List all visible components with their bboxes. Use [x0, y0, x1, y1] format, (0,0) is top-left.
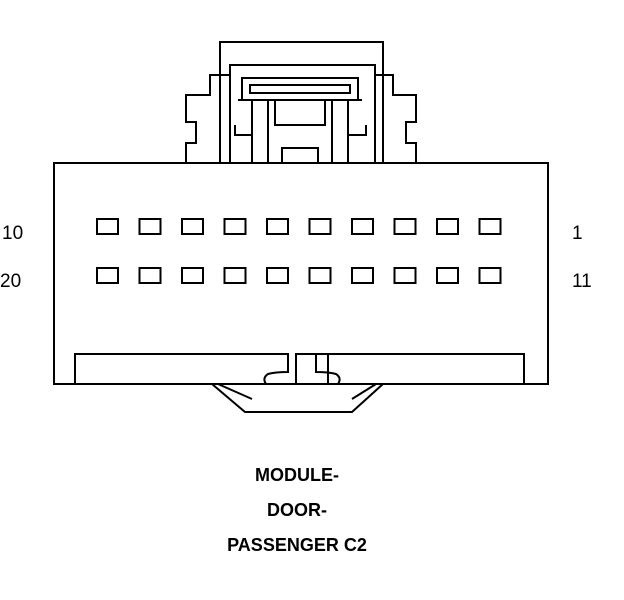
pin-label-10: 10	[2, 223, 24, 244]
pin-cavity	[436, 267, 459, 284]
pin-cavity	[393, 267, 417, 284]
pin-cavity	[351, 218, 374, 235]
pin-label-11: 11	[572, 271, 592, 292]
pin-cavity	[478, 267, 502, 284]
pin-cavity	[223, 267, 247, 284]
connector-bottom-tab	[211, 383, 384, 413]
pin-cavity	[266, 267, 289, 284]
caption-line-2: DOOR-	[267, 500, 327, 520]
pin-cavity	[308, 267, 332, 284]
connector-latch	[185, 41, 417, 163]
caption-line-3: PASSENGER C2	[227, 535, 367, 555]
connector-body	[53, 162, 549, 385]
connector-keyway	[74, 353, 525, 385]
pin-cavity	[138, 218, 162, 235]
pin-cavities	[96, 218, 502, 284]
pin-cavity	[351, 267, 374, 284]
pin-cavity	[96, 218, 119, 235]
pin-cavity	[478, 218, 502, 235]
pin-cavity	[181, 267, 204, 284]
pin-cavity	[266, 218, 289, 235]
pin-cavity	[138, 267, 162, 284]
pin-label-1: 1	[572, 223, 583, 244]
caption-line-1: MODULE-	[255, 465, 339, 485]
pin-cavity	[223, 218, 247, 235]
pin-cavity	[436, 218, 459, 235]
pin-cavity	[393, 218, 417, 235]
pin-cavity	[96, 267, 119, 284]
pin-cavity	[308, 218, 332, 235]
pin-cavity	[181, 218, 204, 235]
pin-label-20: 20	[0, 271, 22, 292]
